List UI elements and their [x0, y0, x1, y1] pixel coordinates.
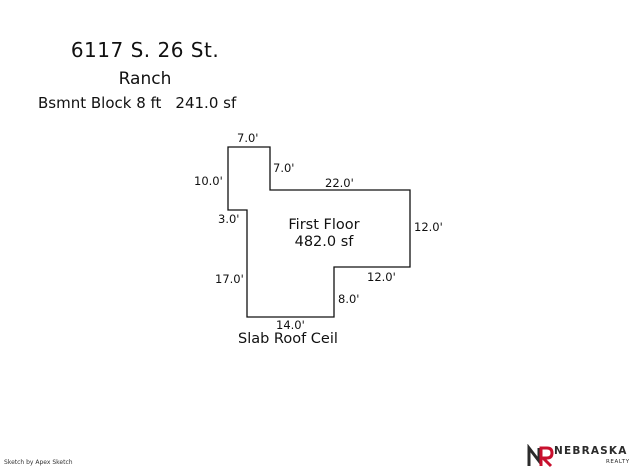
property-address: 6117 S. 26 St.: [70, 38, 220, 62]
dimension-left-lower: 17.0': [215, 272, 244, 286]
dimension-bottom-width: 14.0': [276, 318, 305, 332]
realty-logo-mark-icon: [527, 444, 554, 468]
dimension-bottom-right-drop: 8.0': [338, 292, 360, 306]
realty-logo-sub: REALTY: [606, 459, 630, 465]
basement-area: 241.0 sf: [175, 94, 237, 112]
dimension-notch-depth: 7.0': [273, 161, 295, 175]
sketch-credit: Sketch by Apex Sketch: [4, 459, 73, 466]
dimension-lower-right-run: 12.0': [367, 270, 396, 284]
first-floor-outline: [227, 146, 411, 318]
basement-info: Bsmnt Block 8 ft 241.0 sf: [38, 94, 236, 112]
dimension-top-left-width: 7.0': [237, 131, 259, 145]
realty-logo-word: NEBRASKA: [554, 445, 628, 457]
realty-logo: NEBRASKA REALTY: [527, 440, 639, 470]
roof-note: Slab Roof Ceil: [238, 331, 338, 347]
basement-label: Bsmnt Block 8 ft: [38, 94, 162, 112]
room-name: First Floor: [288, 217, 360, 233]
property-style: Ranch: [118, 69, 172, 89]
dimension-right-side: 12.0': [414, 220, 443, 234]
dimension-left-jog: 3.0': [218, 212, 240, 226]
dimension-upper-right-run: 22.0': [325, 176, 354, 190]
room-area: 482.0 sf: [294, 234, 354, 250]
dimension-left-upper: 10.0': [194, 174, 223, 188]
